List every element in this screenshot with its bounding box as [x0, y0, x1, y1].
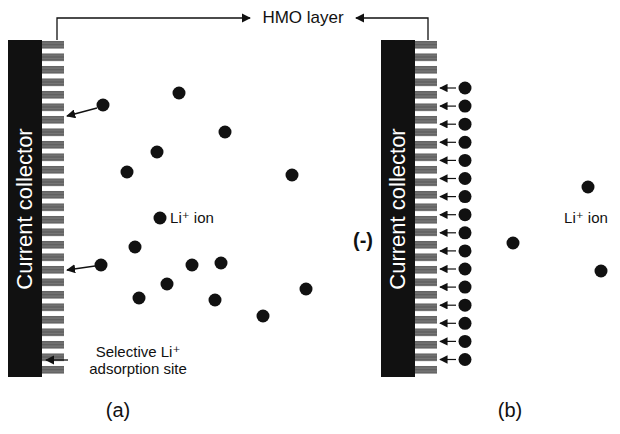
li-ion-dot — [121, 166, 134, 179]
panel-label: (a) — [106, 399, 130, 422]
li-ion-dot — [459, 299, 472, 312]
adsorption-arrow — [440, 305, 456, 306]
adsorption-arrow — [67, 266, 95, 270]
li-ion-dot — [151, 146, 164, 159]
li-ion-dot — [97, 99, 110, 112]
ion-label: Li⁺ ion — [170, 209, 214, 226]
adsorption-arrow — [440, 178, 456, 179]
polarity-label: (-) — [353, 229, 373, 252]
adsorption-arrow — [440, 214, 456, 215]
adsorption-arrow — [440, 287, 456, 288]
li-ion-dot — [459, 118, 472, 131]
li-ion-dot — [459, 100, 472, 113]
li-ion-dot — [459, 190, 472, 203]
li-ion-dot — [459, 335, 472, 348]
adsorption-arrow — [440, 268, 456, 269]
adsorption-arrow — [440, 250, 456, 251]
li-ion-dot — [257, 310, 270, 323]
leader-line — [356, 18, 428, 40]
li-ion-dot — [507, 237, 520, 250]
li-ion-dot — [459, 244, 472, 257]
hmo-layer — [42, 40, 64, 377]
current-collector: Current collector — [8, 40, 42, 377]
adsorption-arrow — [440, 232, 456, 233]
li-ion-dot — [459, 172, 472, 185]
current-collector: Current collector — [381, 40, 415, 377]
li-ion-dot — [459, 154, 472, 167]
li-ion-dot — [459, 226, 472, 239]
leader-line — [57, 18, 250, 40]
panel-label: (b) — [498, 399, 522, 422]
li-ion-dot — [459, 281, 472, 294]
adsorption-arrow — [440, 142, 456, 143]
adsorption-arrow — [440, 359, 456, 360]
layer-label: HMO layer — [262, 8, 343, 28]
li-ion-dot — [154, 212, 167, 225]
layer-name: Current collector — [385, 128, 411, 289]
li-ion-dot — [133, 292, 146, 305]
li-ion-dot — [173, 87, 186, 100]
adsorption-arrow — [440, 160, 456, 161]
li-ion-dot — [582, 181, 595, 194]
li-ion-dot — [215, 257, 228, 270]
li-ion-dot — [95, 259, 108, 272]
li-ion-dot — [219, 126, 232, 139]
li-ion-dot — [595, 265, 608, 278]
hmo-layer — [415, 40, 437, 377]
li-ion-dot — [459, 317, 472, 330]
li-ion-dot — [459, 208, 472, 221]
site-label: Selective Li⁺ adsorption site — [63, 343, 213, 378]
li-ion-dot — [459, 353, 472, 366]
li-ion-dot — [300, 283, 313, 296]
li-ion-dot — [459, 136, 472, 149]
adsorption-arrow — [440, 87, 456, 88]
adsorption-arrow — [440, 105, 456, 106]
adsorption-arrow — [67, 108, 97, 116]
li-ion-dot — [209, 294, 222, 307]
adsorption-arrow — [440, 323, 456, 324]
li-ion-dot — [459, 263, 472, 276]
li-ion-dot — [286, 169, 299, 182]
adsorption-arrow — [440, 124, 456, 125]
adsorption-arrow — [440, 341, 456, 342]
li-ion-dot — [186, 259, 199, 272]
layer-name: Current collector — [12, 128, 38, 289]
li-ion-dot — [129, 241, 142, 254]
li-ion-dot — [459, 82, 472, 95]
ion-label: Li⁺ ion — [564, 209, 608, 226]
leader-line — [46, 359, 68, 360]
li-ion-dot — [161, 278, 174, 291]
adsorption-arrow — [440, 196, 456, 197]
